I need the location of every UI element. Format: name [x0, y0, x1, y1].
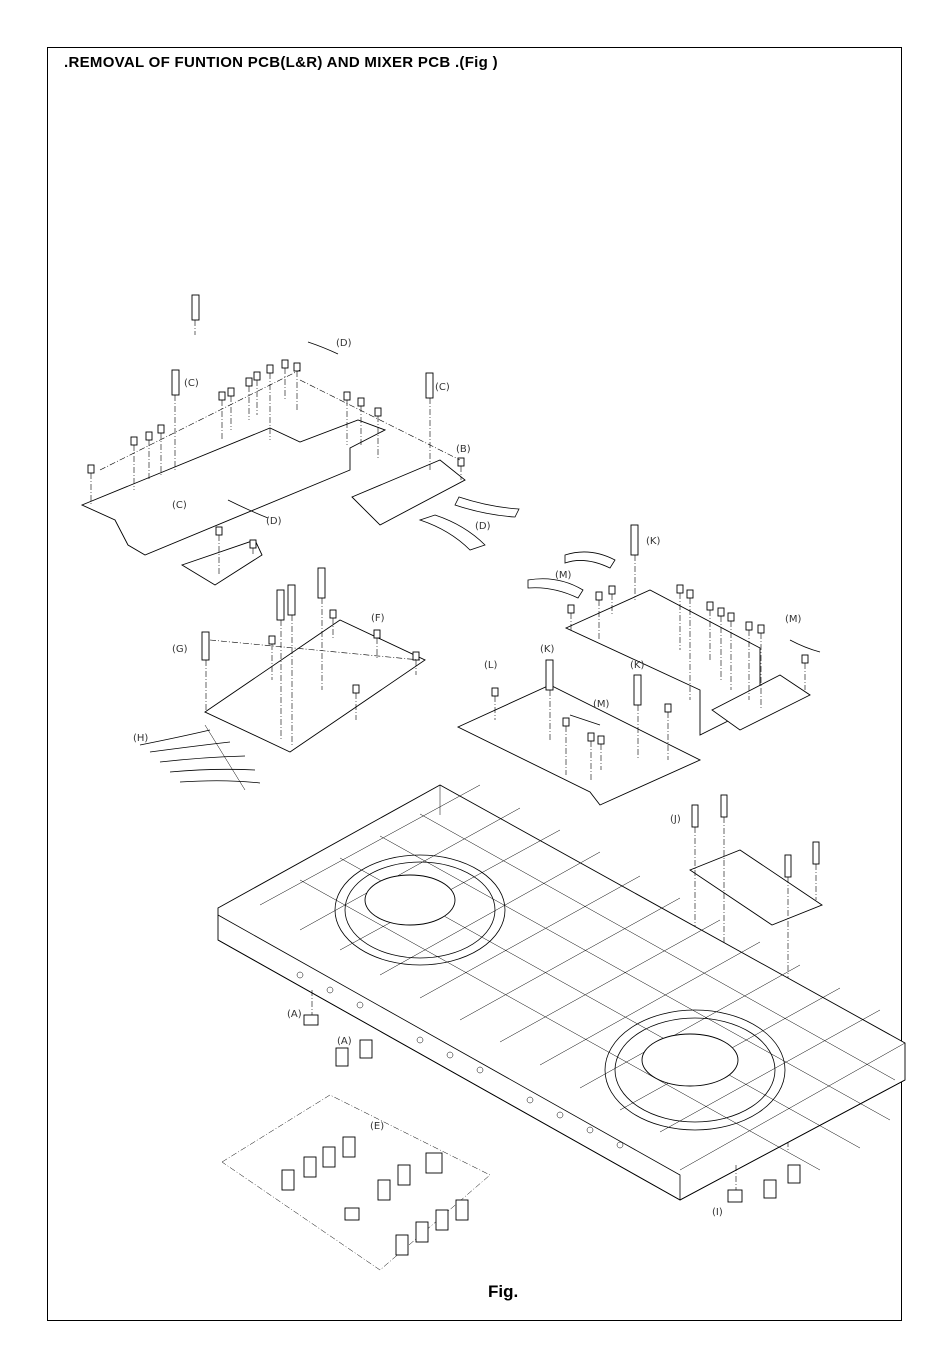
callout-j: (J) [670, 814, 681, 825]
figure-caption: Fig. [488, 1282, 518, 1302]
callout-k-2: (K) [540, 644, 554, 655]
callout-m-3: (M) [593, 699, 610, 710]
callout-b: (B) [456, 444, 471, 455]
callout-a-2: (A) [337, 1036, 352, 1047]
callout-g: (G) [172, 644, 188, 655]
callout-c-3: (C) [172, 500, 187, 511]
callout-k-3: (K) [630, 660, 644, 671]
main-chassis [218, 785, 905, 1200]
mixer-pcb [202, 568, 425, 752]
callout-a-1: (A) [287, 1009, 302, 1020]
callout-i: (I) [712, 1207, 723, 1218]
function-pcb-left [82, 420, 465, 585]
flat-cables-h [140, 725, 260, 790]
callout-c-2: (C) [435, 382, 450, 393]
callout-l: (L) [484, 660, 497, 671]
callout-e: (E) [370, 1121, 384, 1132]
callout-m-2: (M) [785, 614, 802, 625]
callout-f: (F) [371, 613, 385, 624]
callout-m-1: (M) [555, 570, 572, 581]
callout-d-top: (D) [336, 338, 352, 349]
callout-d-right: (D) [475, 521, 491, 532]
callout-k-1: (K) [646, 536, 660, 547]
callout-d-mid: (D) [266, 516, 282, 527]
callout-h: (H) [133, 733, 148, 744]
callout-c-1: (C) [184, 378, 199, 389]
